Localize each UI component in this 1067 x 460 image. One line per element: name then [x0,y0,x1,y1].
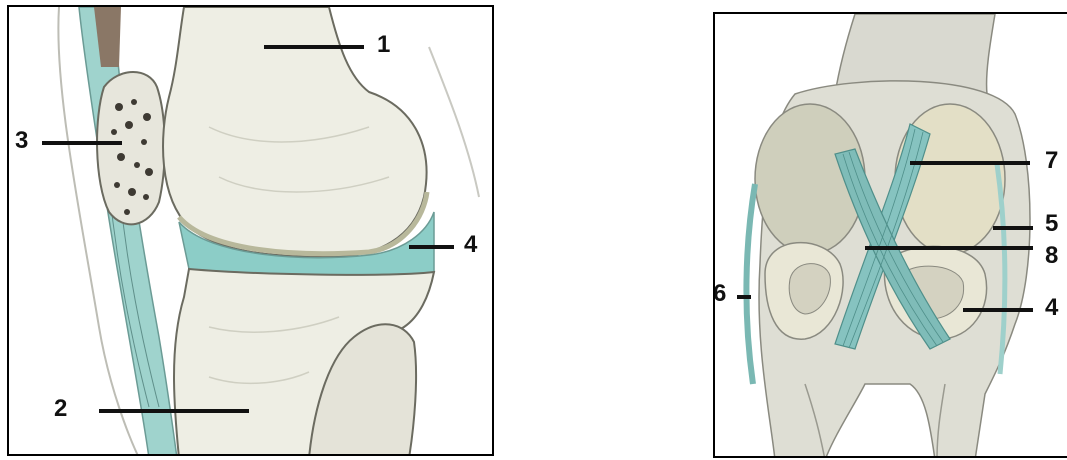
patella [97,72,165,224]
leader-line-1 [264,45,364,49]
leader-line-2 [99,409,249,413]
leader-line-7 [910,161,1030,165]
label-2: 2 [54,397,67,421]
label-4-right: 4 [1045,296,1058,320]
leader-line-8 [865,246,1033,250]
fibular-collateral-ligament [746,184,755,384]
label-3: 3 [15,129,28,153]
leader-line-3 [42,141,122,145]
leader-line-4-right [963,308,1033,312]
knee-sagittal-section-panel: 1 2 3 4 [7,5,494,456]
label-7: 7 [1045,149,1058,173]
leader-line-5 [993,226,1033,230]
knee-sagittal-illustration [9,7,494,456]
knee-ligaments-panel: 7 5 8 6 4 [713,12,1067,458]
label-5: 5 [1045,212,1058,236]
label-4: 4 [464,233,477,257]
label-6: 6 [713,282,726,306]
leader-line-6 [737,295,751,299]
label-8: 8 [1045,244,1058,268]
label-1: 1 [377,33,390,57]
knee-ligaments-illustration [715,14,1067,458]
leader-line-4 [409,245,454,249]
